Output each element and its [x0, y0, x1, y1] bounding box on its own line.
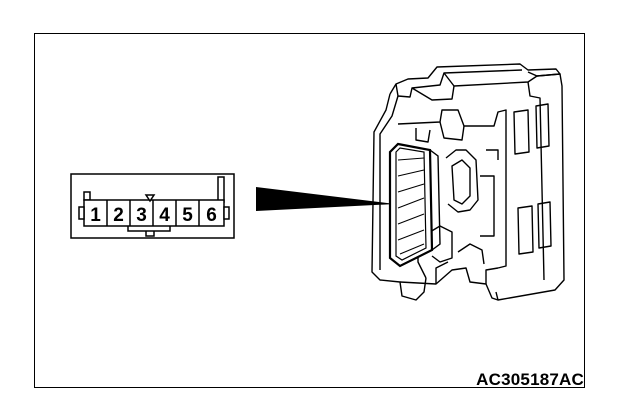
- connector-face: [70, 173, 235, 239]
- pin-2-label: 2: [113, 205, 124, 226]
- pin-1-label: 1: [90, 205, 101, 226]
- terminal-strip: [388, 142, 441, 268]
- figure-code: AC305187AC: [476, 370, 584, 389]
- pin-4-label: 4: [159, 205, 170, 226]
- pin-5-label: 5: [182, 205, 193, 226]
- pin-3-label: 3: [136, 205, 147, 226]
- pin-labels: 1 2 3 4 5 6: [90, 205, 217, 226]
- figure-frame: [34, 33, 585, 388]
- pointer-arrow: [256, 187, 395, 211]
- switch-body: [371, 63, 565, 301]
- pin-6-label: 6: [206, 205, 217, 226]
